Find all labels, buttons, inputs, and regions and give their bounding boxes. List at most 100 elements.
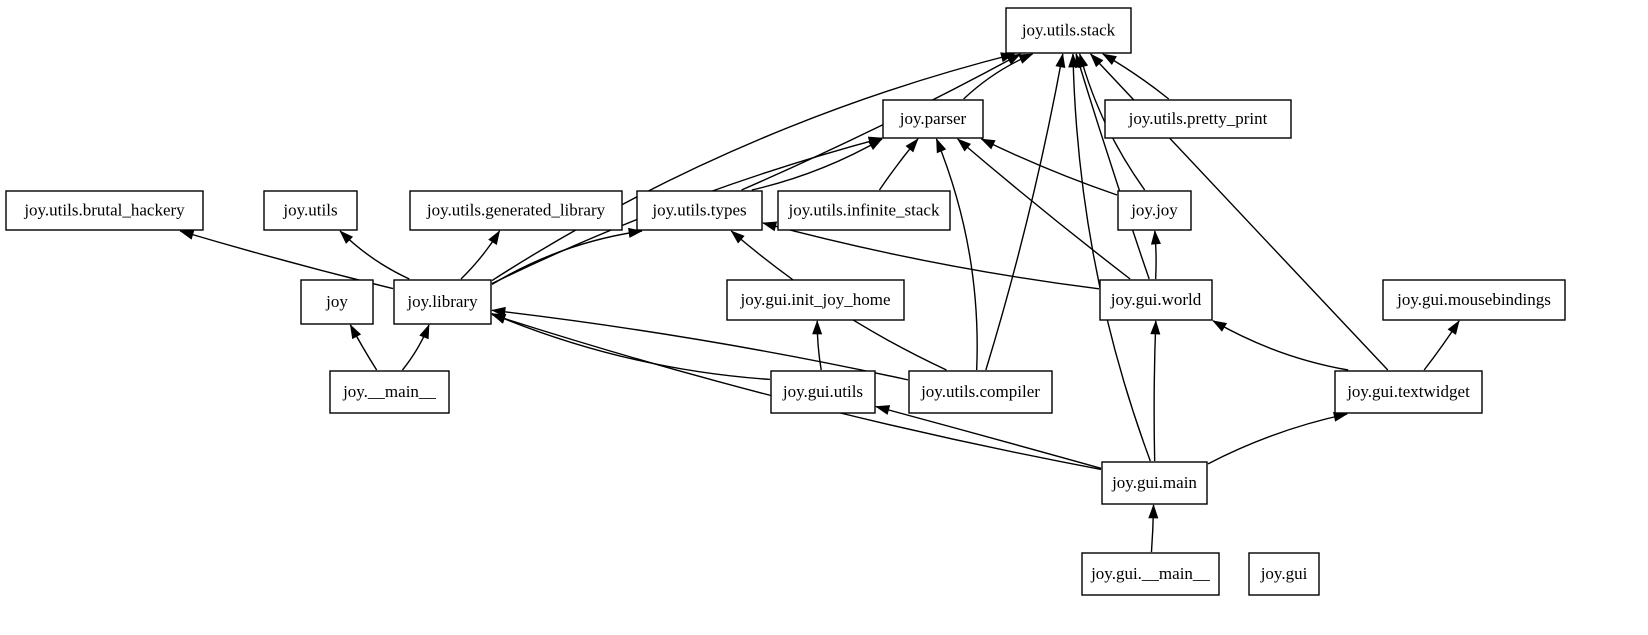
node-label: joy.utils.compiler xyxy=(920,382,1040,401)
node-label: joy.utils xyxy=(282,200,337,219)
node-joy-utils-pretty-print[interactable]: joy.utils.pretty_print xyxy=(1104,99,1292,139)
edge-joy-gui-utils--to--joy-gui-init-joy-home xyxy=(812,320,823,371)
edge-arrowhead xyxy=(1150,320,1161,335)
node-joy-gui-main[interactable]: joy.gui.__main__ xyxy=(1081,552,1220,596)
node-box[interactable] xyxy=(882,99,984,139)
edge-joy-gui-main--to--joy-gui-world xyxy=(1150,320,1161,462)
node-joy-gui-main[interactable]: joy.gui.main xyxy=(1101,461,1208,505)
edge-line xyxy=(1072,53,1151,462)
node-box[interactable] xyxy=(1117,190,1192,231)
node-joy-utils-generated-library[interactable]: joy.utils.generated_library xyxy=(409,190,623,231)
edge-joy-utils-types--to--joy-parser xyxy=(751,138,883,191)
node-joy-gui[interactable]: joy.gui xyxy=(1248,552,1320,596)
node-box[interactable] xyxy=(1248,552,1320,596)
node-box[interactable] xyxy=(5,190,204,231)
edge-line xyxy=(491,53,1015,282)
edge-joy-gui-world--to--joy-joy xyxy=(1150,230,1161,280)
edge-arrowhead xyxy=(1018,53,1034,64)
edge-joy-library--to--joy-utils-generated-library xyxy=(460,230,501,280)
node-label: joy.joy xyxy=(1130,200,1178,219)
node-joy[interactable]: joy xyxy=(300,279,374,325)
node-box[interactable] xyxy=(1081,552,1220,596)
edge-line xyxy=(981,138,1118,196)
node-label: joy.gui.init_joy_home xyxy=(739,290,890,309)
edge-line xyxy=(1153,320,1157,462)
edge-arrowhead xyxy=(936,138,947,154)
edge-joy-main--to--joy-library xyxy=(401,324,430,371)
node-box[interactable] xyxy=(300,279,374,325)
node-box[interactable] xyxy=(1101,461,1208,505)
node-box[interactable] xyxy=(329,370,450,414)
nodes-layer: joy.utils.stack joy.parser joy.utils.prett… xyxy=(5,7,1566,596)
edge-arrowhead xyxy=(956,138,972,152)
node-label: joy.gui.utils xyxy=(782,382,863,401)
node-box[interactable] xyxy=(1099,279,1213,321)
node-label: joy.utils.types xyxy=(651,200,746,219)
edge-arrowhead xyxy=(762,221,778,232)
node-joy-gui-mousebindings[interactable]: joy.gui.mousebindings xyxy=(1382,279,1566,321)
node-label: joy.library xyxy=(406,292,478,311)
edge-arrowhead xyxy=(491,313,507,324)
node-label: joy.utils.generated_library xyxy=(426,200,606,219)
edge-joy-utils-infinite-stack--to--joy-parser xyxy=(878,138,919,191)
edge-arrowhead xyxy=(980,138,996,150)
edge-line xyxy=(985,53,1064,371)
node-joy-utils-infinite-stack[interactable]: joy.utils.infinite_stack xyxy=(777,190,951,231)
node-joy-utils-brutal-hackery[interactable]: joy.utils.brutal_hackery xyxy=(5,190,204,231)
node-label: joy.gui.textwidget xyxy=(1346,382,1470,401)
node-joy-joy[interactable]: joy.joy xyxy=(1117,190,1192,231)
node-joy-parser[interactable]: joy.parser xyxy=(882,99,984,139)
edge-arrowhead xyxy=(179,229,195,240)
node-box[interactable] xyxy=(726,279,905,321)
node-box[interactable] xyxy=(393,279,492,325)
edge-line xyxy=(957,138,1131,280)
edge-joy-gui-textwidget--to--joy-gui-world xyxy=(1212,320,1349,371)
edge-line xyxy=(1075,53,1150,280)
edge-joy-utils-compiler--to--joy-parser xyxy=(935,138,978,371)
edge-joy-gui-utils--to--joy-library xyxy=(491,313,771,381)
node-joy-gui-utils[interactable]: joy.gui.utils xyxy=(770,370,876,414)
edge-joy-utils-compiler--to--joy-utils-stack xyxy=(985,53,1066,371)
node-label: joy.utils.stack xyxy=(1021,20,1116,39)
edge-arrowhead xyxy=(419,324,430,340)
edge-joy-library--to--joy-utils-stack xyxy=(491,52,1016,282)
node-box[interactable] xyxy=(1005,7,1132,54)
edge-line xyxy=(1090,53,1389,371)
edge-line xyxy=(491,230,643,285)
node-box[interactable] xyxy=(770,370,876,414)
edge-arrowhead xyxy=(905,138,919,153)
node-box[interactable] xyxy=(1382,279,1566,321)
edge-line xyxy=(1212,320,1349,371)
node-joy-utils-types[interactable]: joy.utils.types xyxy=(636,190,763,231)
node-box[interactable] xyxy=(1334,370,1483,414)
edge-arrowhead xyxy=(1150,230,1161,245)
node-box[interactable] xyxy=(263,190,358,231)
edge-joy-gui-main--to--joy-gui-utils xyxy=(875,405,1102,469)
node-joy-utils-compiler[interactable]: joy.utils.compiler xyxy=(908,370,1053,414)
node-box[interactable] xyxy=(908,370,1053,414)
node-joy-main[interactable]: joy.__main__ xyxy=(329,370,450,414)
edge-joy-gui-textwidget--to--joy-gui-mousebindings xyxy=(1423,320,1460,371)
edge-joy-utils-pretty-print--to--joy-utils-stack xyxy=(1102,53,1170,100)
edge-line xyxy=(762,222,1100,290)
node-joy-library[interactable]: joy.library xyxy=(393,279,492,325)
node-label: joy.__main__ xyxy=(342,382,436,401)
node-box[interactable] xyxy=(636,190,763,231)
node-joy-gui-init-joy-home[interactable]: joy.gui.init_joy_home xyxy=(726,279,905,321)
node-joy-gui-textwidget[interactable]: joy.gui.textwidget xyxy=(1334,370,1483,414)
edge-arrowhead xyxy=(488,230,501,245)
edge-joy-gui-world--to--joy-utils-types xyxy=(762,221,1100,290)
node-box[interactable] xyxy=(409,190,623,231)
node-box[interactable] xyxy=(1104,99,1292,139)
node-label: joy.gui.main xyxy=(1111,473,1197,492)
node-joy-utils[interactable]: joy.utils xyxy=(263,190,358,231)
node-box[interactable] xyxy=(777,190,951,231)
node-joy-utils-stack[interactable]: joy.utils.stack xyxy=(1005,7,1132,54)
edge-line xyxy=(875,405,1102,469)
edge-joy-gui-main--to--joy-utils-stack xyxy=(1068,53,1151,462)
edge-line xyxy=(491,313,771,381)
edge-joy-main--to--joy xyxy=(349,324,378,371)
node-joy-gui-world[interactable]: joy.gui.world xyxy=(1099,279,1213,321)
edge-arrowhead xyxy=(1148,504,1159,519)
